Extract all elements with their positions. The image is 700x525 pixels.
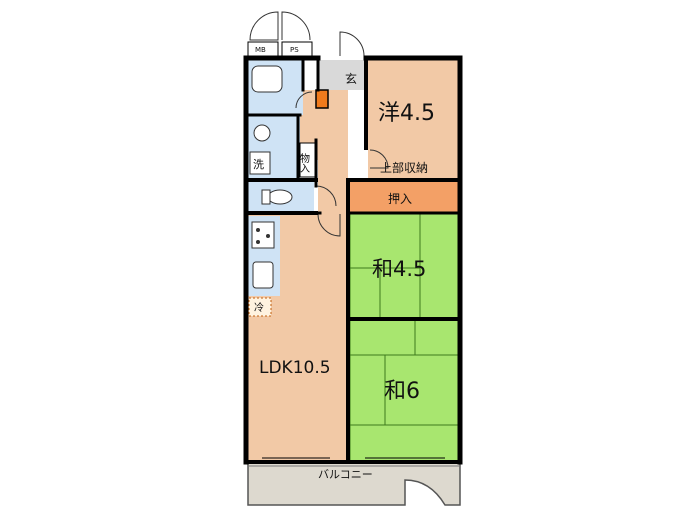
japanese-large-floor — [350, 320, 458, 462]
door-swing-ps — [281, 11, 311, 41]
door-swing-western — [369, 149, 389, 169]
japanese-small-floor — [350, 214, 458, 318]
japanese-large-label: 和6 — [384, 379, 420, 404]
ps-label: PS — [290, 46, 299, 54]
door-swing-mb — [249, 11, 279, 41]
door-swing-ldk — [317, 213, 341, 237]
door-swing-entrance — [339, 31, 365, 57]
ldk-label: LDK10.5 — [259, 358, 331, 378]
upper-storage-label: 上部収納 — [380, 160, 428, 175]
burner-1 — [256, 228, 260, 232]
japanese-small-label: 和4.5 — [372, 257, 426, 281]
burner-3 — [256, 240, 260, 244]
toilet — [267, 189, 293, 205]
fridge-box — [248, 297, 272, 317]
door-swing-toilet — [315, 185, 337, 207]
stove — [251, 221, 275, 249]
wash-basin — [253, 124, 271, 142]
hallway-floor — [318, 90, 348, 214]
burner-2 — [266, 234, 270, 238]
oshiire-label: 押入 — [388, 192, 412, 206]
western-room-label: 洋4.5 — [378, 101, 435, 126]
mb-label: MB — [255, 46, 266, 54]
oshiire-floor — [350, 182, 458, 212]
entrance-label: 玄 — [345, 71, 357, 86]
fridge-label: 冷 — [254, 301, 264, 314]
kitchen-sink — [252, 261, 274, 289]
door-swing-bath — [295, 91, 313, 109]
washer-label: 洗 — [253, 158, 264, 171]
walls — [243, 55, 463, 465]
balcony-label: バルコニー — [318, 468, 373, 481]
shoe-cabinet — [315, 89, 329, 109]
closet-label: 物入 — [298, 152, 310, 173]
balcony-area — [247, 461, 461, 506]
western-room-floor — [368, 60, 458, 180]
entrance-floor — [318, 60, 366, 90]
bathtub — [251, 65, 283, 93]
washer-box — [249, 151, 271, 175]
toilet-tank — [261, 189, 271, 205]
